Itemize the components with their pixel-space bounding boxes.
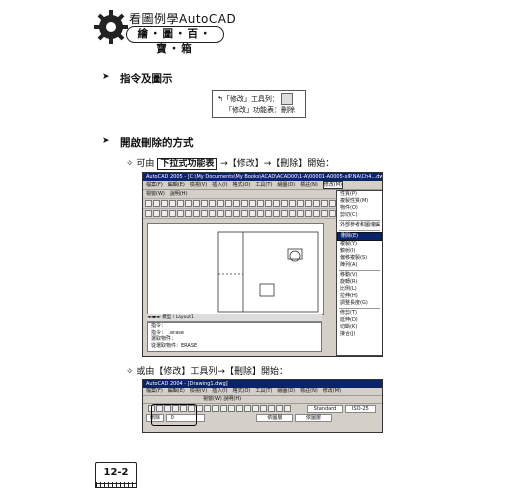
menu-item-clip[interactable]: 剪切(C)	[340, 212, 358, 218]
menu-item-lengthen[interactable]: 調整長度(G)	[340, 300, 368, 306]
menu-insert[interactable]: 插入(I)	[212, 388, 228, 394]
tab-nav-icon[interactable]: ◄◄►►	[147, 315, 161, 320]
erase-tooltip: 刪除	[146, 414, 165, 422]
command-info-box: ↰「修改」工具列： 「修改」功能表：刪除	[212, 90, 306, 118]
toolbar-row-2	[143, 209, 382, 219]
menu-edit[interactable]: 編輯(E)	[167, 388, 185, 394]
menu-bar-row2: 視窗(W) 說明(H)	[143, 396, 382, 404]
menu-item-offset[interactable]: 偏移複製(S)	[340, 255, 368, 261]
info-menu-label: 「修改」功能表：刪除	[225, 106, 295, 114]
cmd-line-3: 選取物件：	[151, 336, 177, 342]
menu-item-extend[interactable]: 延伸(D)	[340, 317, 358, 323]
menu-item-stretch[interactable]: 拉伸(H)	[340, 293, 358, 299]
menu-tools[interactable]: 工具(T)	[255, 182, 273, 188]
menu-item-array[interactable]: 陣列(A)	[340, 262, 358, 268]
menu-dimension[interactable]: 標註(N)	[300, 388, 318, 394]
erase-tool-icon	[281, 93, 294, 105]
bullet-arrow-icon: ➤	[102, 72, 110, 82]
bullet-arrow-icon: ➤	[102, 136, 110, 146]
menu-item-erase[interactable]: 刪除(E)	[337, 232, 382, 241]
command-line[interactable]: 指令： 指令：_.erase 選取物件： 從選取物件：ERASE	[147, 322, 322, 352]
page-number: 12-2	[95, 462, 137, 484]
menu-insert[interactable]: 插入(I)	[212, 182, 228, 188]
toolbar-row-1	[143, 199, 382, 209]
menu-file[interactable]: 檔案(F)	[146, 182, 163, 188]
menu-item-xref[interactable]: 外部參考和圖塊編	[340, 222, 381, 228]
method-2-text: 或由【修改】工具列→【刪除】開始：	[136, 367, 288, 377]
menu-bar: 檔案(F) 編輯(E) 檢視(V) 插入(I) 格式(O) 工具(T) 繪圖(D) 標註(N)…	[143, 388, 382, 396]
model-layout-tabs[interactable]: 模型 / Layout1	[162, 315, 194, 320]
modify-toolbar: Standard ISO-25	[143, 404, 382, 414]
layer-select[interactable]: 0	[165, 414, 205, 422]
pointer-icon: ↰	[217, 95, 223, 103]
erase-tool-callout	[151, 404, 197, 426]
method-1-boxed-term: 下拉式功能表	[157, 158, 218, 170]
menu-file[interactable]: 檔案(F)	[146, 388, 163, 394]
gear-logo-icon	[94, 10, 128, 44]
method-1-pre: 可由	[136, 159, 155, 169]
menu-item-break[interactable]: 切斷(K)	[340, 324, 358, 330]
menu-edit[interactable]: 編輯(E)	[167, 182, 185, 188]
color-select[interactable]: 依圖層	[256, 414, 294, 422]
diamond-bullet-icon: ✧	[126, 367, 134, 377]
autocad-menu-screenshot: AutoCAD 2005 - [C:\My Documents\My Books…	[142, 172, 383, 357]
diamond-bullet-icon: ✧	[126, 159, 134, 169]
menu-format[interactable]: 格式(O)	[232, 182, 251, 188]
text-style-select[interactable]: Standard	[306, 405, 344, 413]
menu-dimension[interactable]: 標註(N)	[300, 182, 318, 188]
menu-tools[interactable]: 工具(T)	[255, 388, 273, 394]
book-subtitle: 繪・圖・百・寶・箱	[126, 26, 224, 55]
window-titlebar: AutoCAD 2004 - [Drawing1.dwg]	[143, 380, 382, 388]
menu-bar-row2: 視窗(W) 說明(H)	[143, 190, 382, 199]
autocad-toolbar-screenshot: AutoCAD 2004 - [Drawing1.dwg] 檔案(F) 編輯(E)…	[142, 379, 383, 433]
menu-item-join[interactable]: 接合(J)	[340, 331, 356, 337]
menu-item-mirror[interactable]: 鏡射(I)	[340, 248, 356, 254]
menu-item-scale[interactable]: 比例(L)	[340, 286, 357, 292]
method-1-line: ✧ 可由 下拉式功能表 →【修改】→【刪除】開始：	[126, 156, 335, 170]
menu-modify[interactable]: 修改(M)	[322, 181, 344, 189]
window-titlebar: AutoCAD 2005 - [C:\My Documents\My Books…	[143, 173, 382, 181]
menu-item-rotate[interactable]: 旋轉(R)	[340, 279, 358, 285]
ruler-decoration	[95, 482, 137, 488]
menu-format[interactable]: 格式(O)	[232, 388, 251, 394]
method-2-line: ✧ 或由【修改】工具列→【刪除】開始：	[126, 364, 288, 377]
layer-toolbar: 刪除 0 依圖層 依圖層	[143, 414, 382, 423]
drawing-canvas[interactable]	[147, 223, 324, 315]
cmd-line-1: 指令：	[151, 323, 167, 329]
section-heading-methods: 開啟刪除的方式	[120, 137, 194, 149]
method-1-post: →【修改】→【刪除】開始：	[220, 159, 335, 169]
menu-item-trim[interactable]: 修剪(T)	[340, 310, 357, 316]
layout-tabs[interactable]: ◄◄►► 模型 / Layout1	[147, 314, 322, 322]
menu-help[interactable]: 說明(H)	[169, 191, 188, 197]
floor-plan-drawing	[217, 231, 319, 313]
menu-modify[interactable]: 修改(M)	[322, 388, 342, 394]
menu-item-object[interactable]: 物件(O)	[340, 205, 358, 211]
linetype-select[interactable]: 依圖層	[295, 414, 333, 422]
menu-item-copy[interactable]: 複製(Y)	[340, 241, 357, 247]
modify-dropdown-menu: 性質(P) 複製性質(M) 物件(O) 剪切(C) 外部參考和圖塊編 刪除(E)…	[336, 190, 382, 356]
menu-item-properties[interactable]: 性質(P)	[340, 191, 357, 197]
menu-item-move[interactable]: 移動(V)	[340, 272, 358, 278]
menu-view[interactable]: 檢視(V)	[189, 388, 208, 394]
menu-window[interactable]: 視窗(W)	[146, 191, 165, 197]
menu-view[interactable]: 檢視(V)	[189, 182, 208, 188]
cmd-line-2: 指令：_.erase	[151, 329, 184, 336]
menu-draw[interactable]: 繪圖(D)	[277, 388, 296, 394]
section-heading-command: 指令及圖示	[120, 73, 173, 85]
menu-bar: 檔案(F) 編輯(E) 檢視(V) 插入(I) 格式(O) 工具(T) 繪圖(D) 標註(N)…	[143, 181, 382, 190]
info-toolbar-label: 「修改」工具列：	[222, 95, 279, 103]
cmd-line-4: 從選取物件：ERASE	[151, 342, 198, 349]
dim-style-select[interactable]: ISO-25	[344, 405, 376, 413]
book-title: 看圖例學AutoCAD	[129, 12, 237, 26]
menu-item-match-properties[interactable]: 複製性質(M)	[340, 198, 369, 204]
menu-draw[interactable]: 繪圖(D)	[277, 182, 296, 188]
